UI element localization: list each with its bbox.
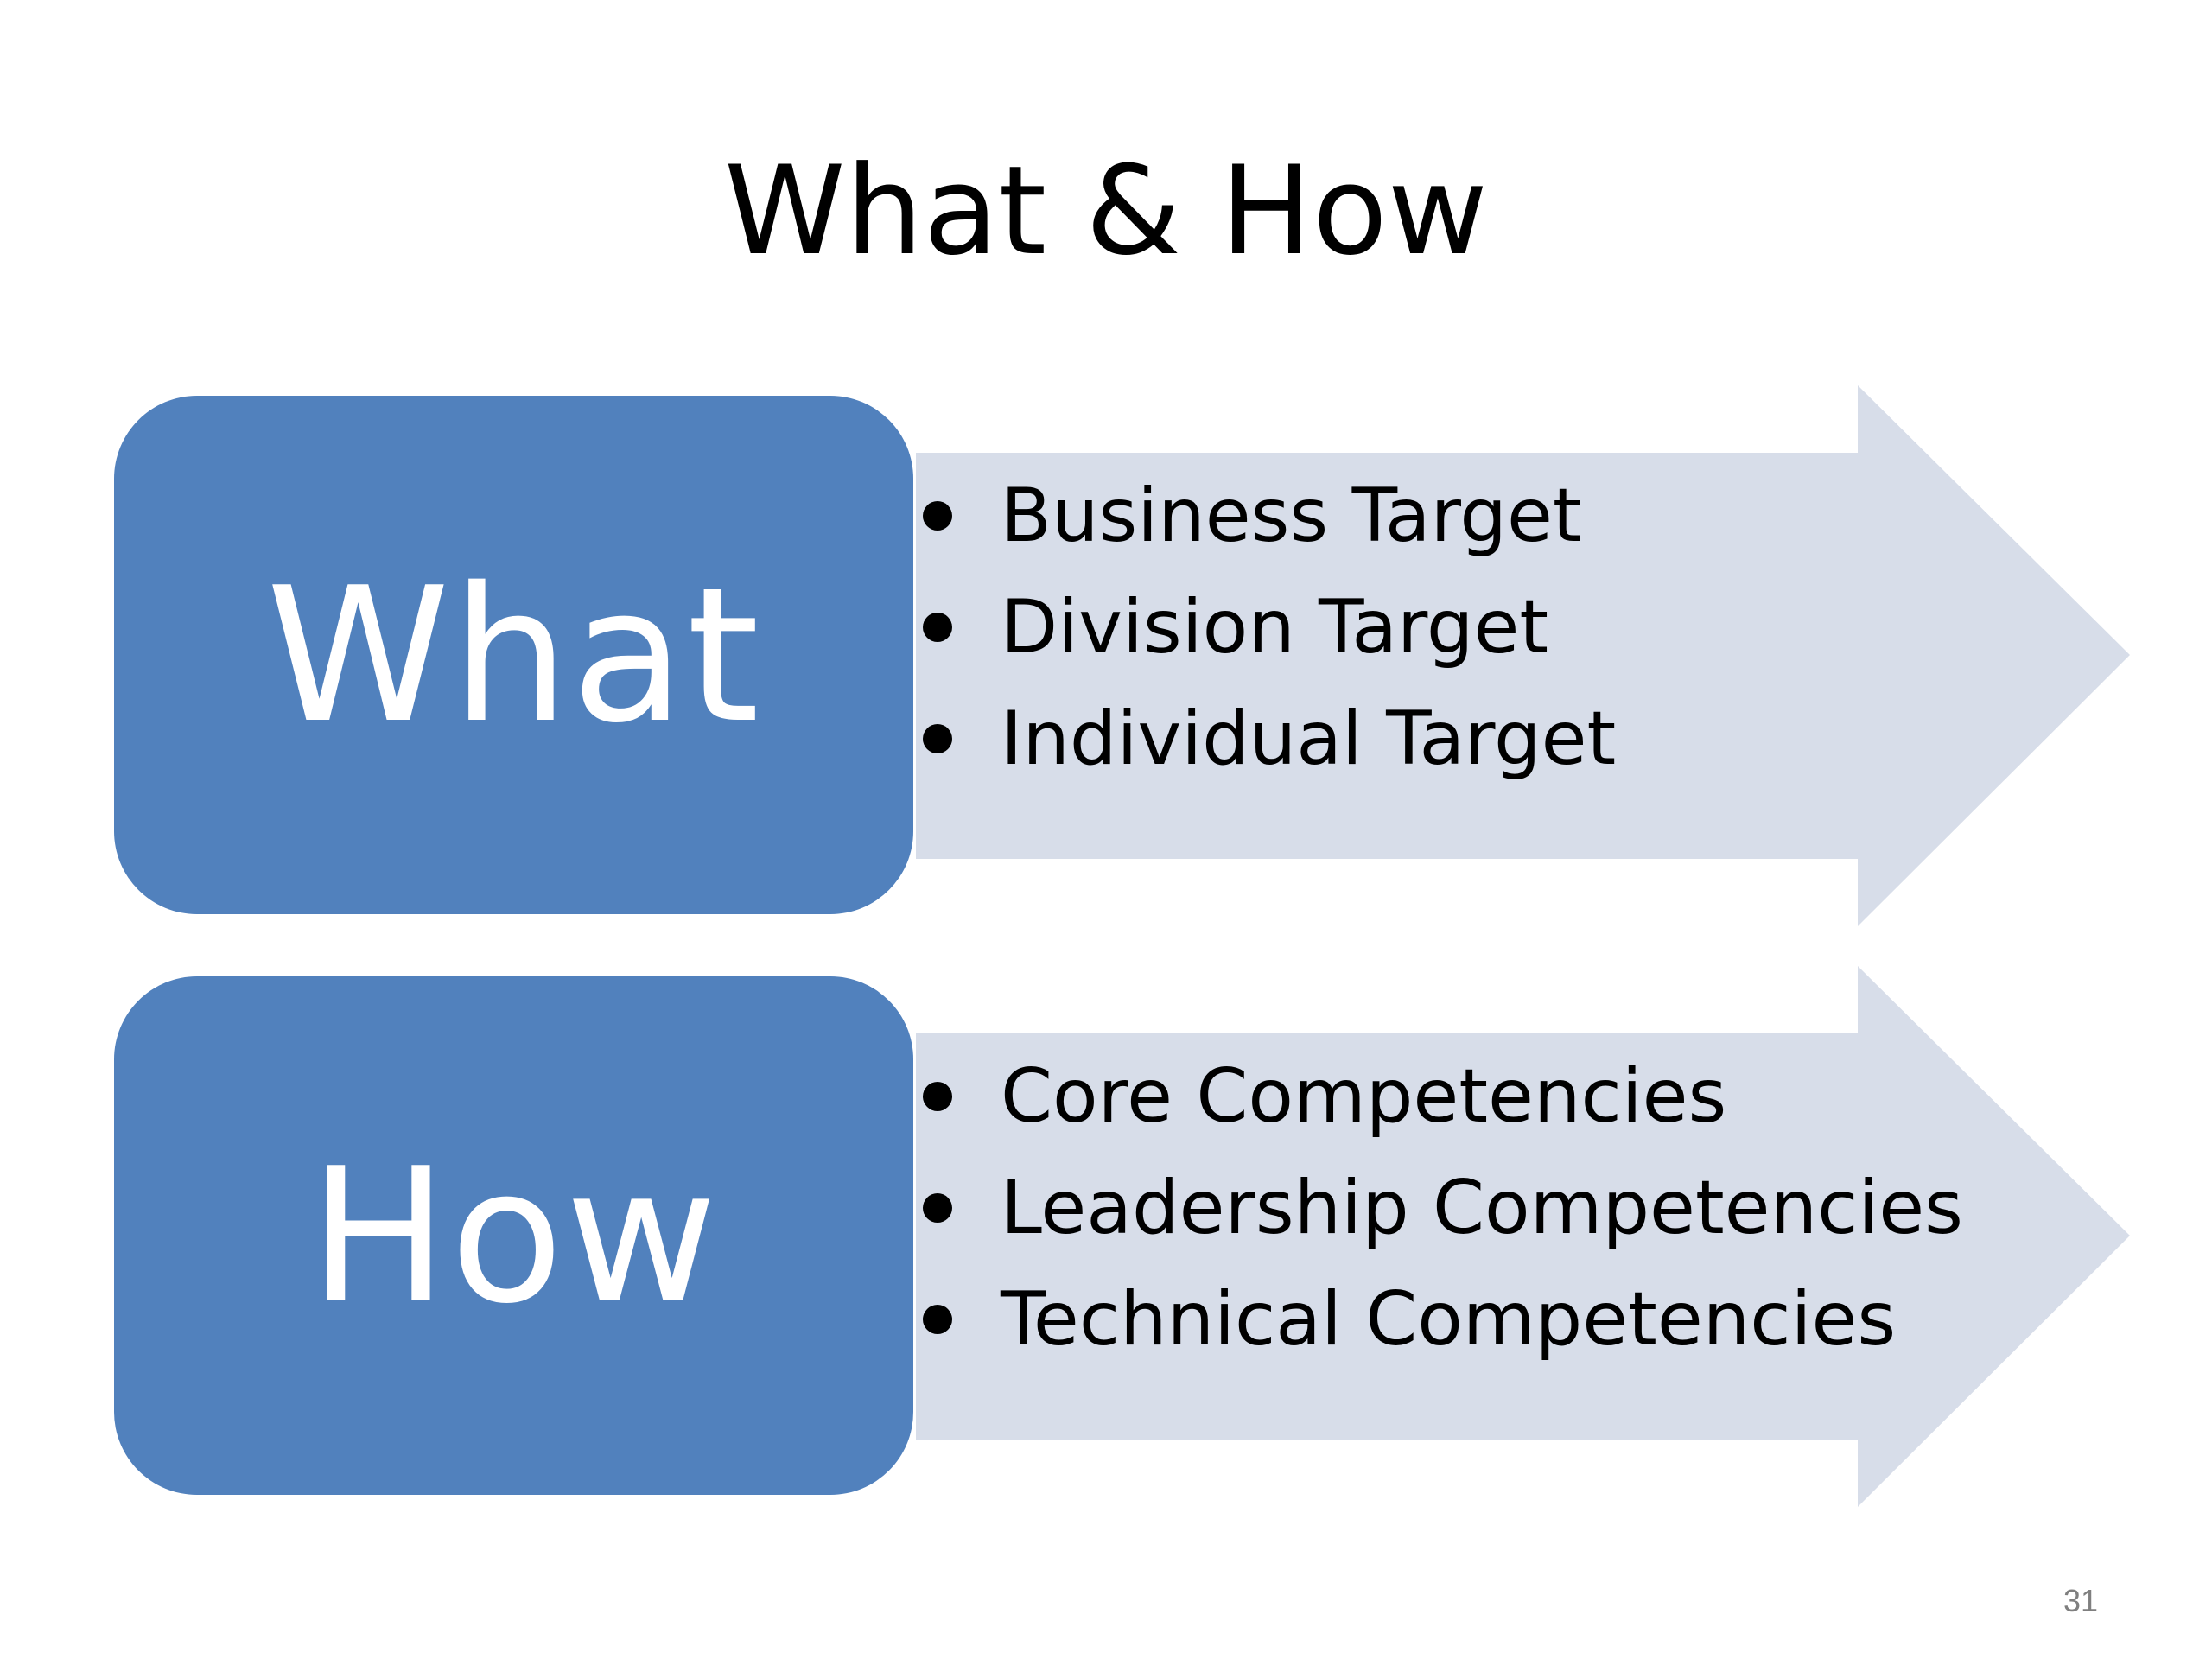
- page-number: 31: [2063, 1583, 2098, 1618]
- bullet-text: Division Target: [1001, 583, 1549, 671]
- what-bullet-list: Business Target Division Target Individu…: [923, 460, 1616, 794]
- bullet-dot-icon: [923, 1081, 952, 1111]
- bullet-dot-icon: [923, 1192, 952, 1223]
- bullet-text: Individual Target: [1001, 695, 1617, 782]
- bullet-dot-icon: [923, 612, 952, 642]
- bullet-dot-icon: [923, 500, 952, 531]
- what-arrow: [916, 385, 2130, 926]
- what-label-box: What: [114, 396, 913, 914]
- how-row: How Core Competencies Leadership Compete…: [0, 961, 2212, 1514]
- how-bullet-list: Core Competencies Leadership Competencie…: [923, 1040, 1963, 1375]
- bullet-text: Technical Competencies: [1001, 1275, 1897, 1363]
- what-bullet-item: Business Target: [923, 460, 1616, 571]
- bullet-text: Business Target: [1001, 472, 1582, 559]
- slide-title: What & How: [724, 140, 1488, 283]
- bullet-text: Core Competencies: [1001, 1052, 1727, 1140]
- what-bullet-item: Individual Target: [923, 683, 1616, 794]
- bullet-dot-icon: [923, 723, 952, 753]
- bullet-dot-icon: [923, 1304, 952, 1334]
- how-bullet-item: Core Competencies: [923, 1040, 1963, 1152]
- how-bullet-item: Leadership Competencies: [923, 1152, 1963, 1263]
- how-arrow: [916, 966, 2130, 1507]
- what-row: What Business Target Division Target Ind…: [0, 380, 2212, 933]
- how-bullet-item: Technical Competencies: [923, 1263, 1963, 1375]
- how-label-box: How: [114, 976, 913, 1495]
- bullet-text: Leadership Competencies: [1001, 1164, 1963, 1251]
- what-bullet-item: Division Target: [923, 571, 1616, 683]
